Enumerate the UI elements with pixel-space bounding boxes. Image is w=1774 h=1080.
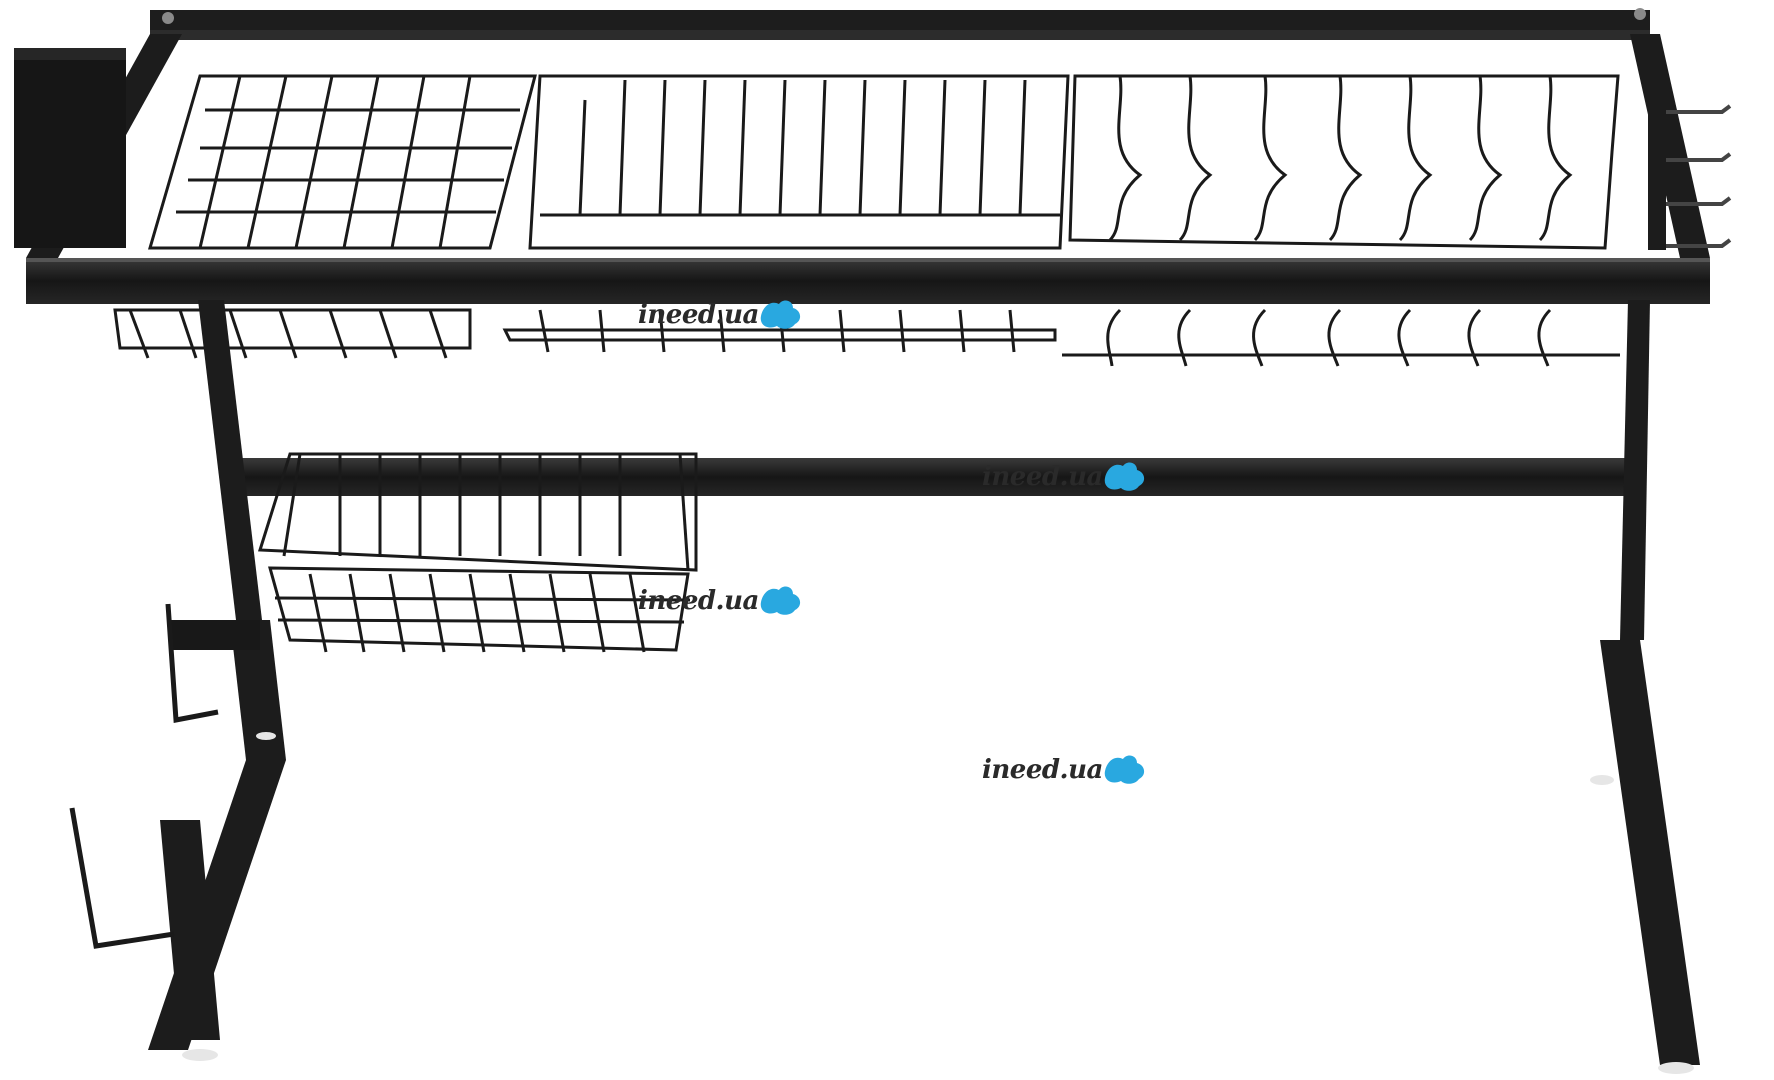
left-wire-basket xyxy=(113,74,537,359)
right-wire-basket xyxy=(1062,74,1620,367)
watermark-text: ineed.ua xyxy=(638,586,759,616)
watermark-text: ineed.ua xyxy=(982,462,1103,492)
middle-wire-basket xyxy=(502,74,1070,353)
left-foot-hook xyxy=(69,603,219,949)
watermark: ineed.ua xyxy=(982,460,1147,494)
blue-splash-logo-icon xyxy=(760,586,800,615)
watermark: ineed.ua xyxy=(982,753,1147,787)
blue-splash-logo-icon xyxy=(1104,462,1144,491)
side-hooks xyxy=(1648,100,1732,250)
top-back-rail xyxy=(150,8,1650,40)
middle-crossbar xyxy=(240,458,1640,496)
top-front-rail xyxy=(26,258,1710,304)
hanging-basket xyxy=(257,452,698,653)
rubber-feet xyxy=(182,732,1694,1074)
watermark: ineed.ua xyxy=(638,298,803,332)
watermark-text: ineed.ua xyxy=(982,755,1103,785)
watermark: ineed.ua xyxy=(638,584,803,618)
blue-splash-logo-icon xyxy=(760,300,800,329)
top-side-frames xyxy=(26,34,1710,258)
utensil-holder xyxy=(14,48,126,248)
right-leg xyxy=(1600,300,1700,1065)
watermark-text: ineed.ua xyxy=(638,300,759,330)
left-leg xyxy=(148,300,286,1050)
blue-splash-logo-icon xyxy=(1104,755,1144,784)
